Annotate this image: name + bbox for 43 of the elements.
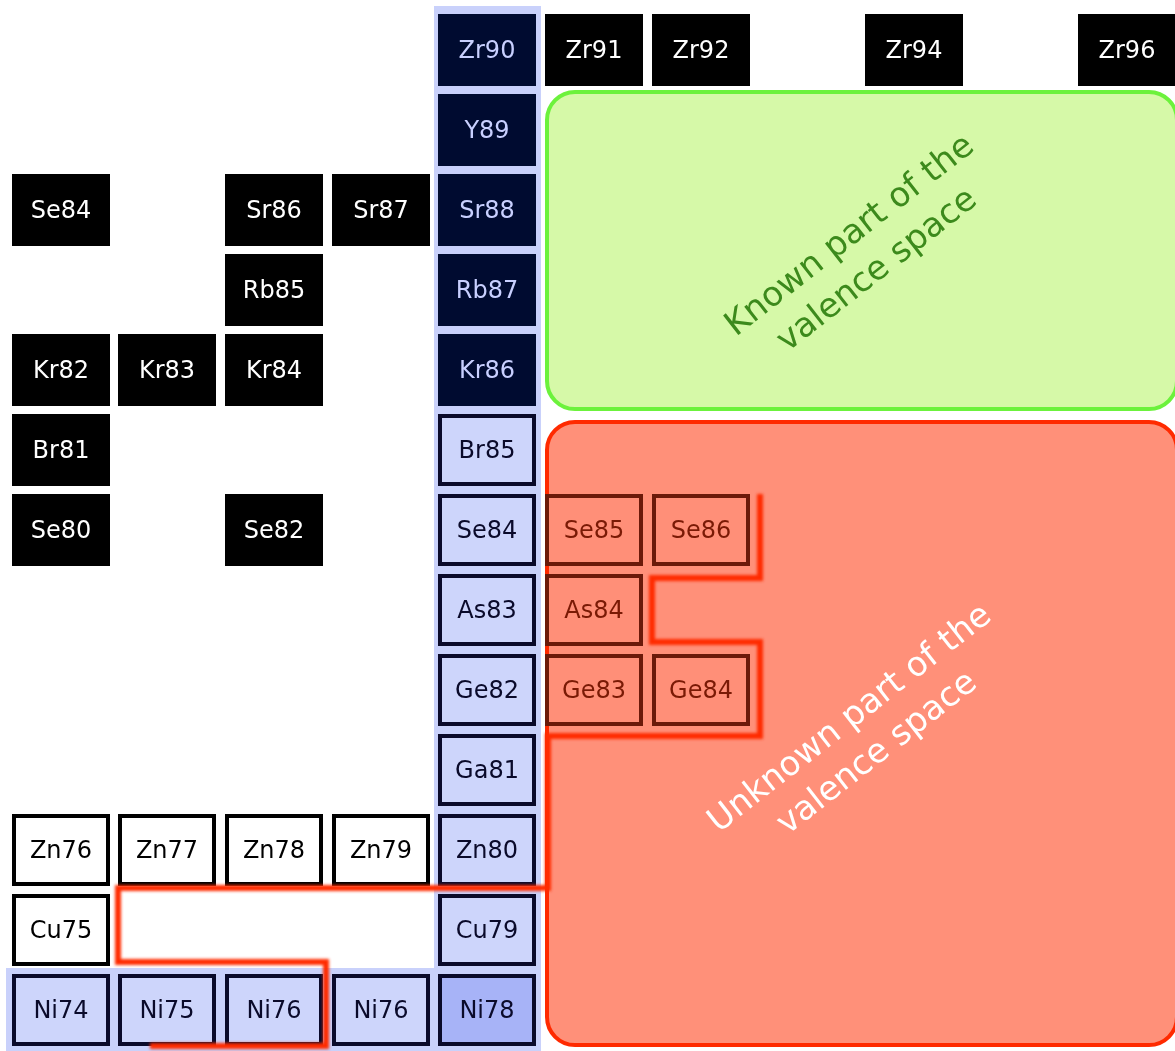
nuclide-box: Kr83 [118,334,216,406]
nuclide-box: Ga81 [438,734,536,806]
nuclide-box: Kr82 [12,334,110,406]
nuclide-box: Se86 [652,494,750,566]
nuclide-box: Sr87 [332,174,430,246]
nuclide-box: Cu75 [12,894,110,966]
nuclide-box: Se85 [545,494,643,566]
nuclide-box: Se82 [225,494,323,566]
nuclide-box: Ni76 [332,974,430,1046]
nuclide-box: Cu79 [438,894,536,966]
unknown-region [545,420,1175,1047]
nuclide-box: Rb85 [225,254,323,326]
nuclide-box: Ge82 [438,654,536,726]
nuclide-box: Ni74 [12,974,110,1046]
nuclide-box: Zn78 [225,814,323,886]
nuclide-box: Zr92 [652,14,750,86]
nuclide-box: Zn79 [332,814,430,886]
nuclide-box: Zr90 [438,14,536,86]
nuclide-box: Zn77 [118,814,216,886]
nuclide-box: Zn76 [12,814,110,886]
nuclide-box: Ni76 [225,974,323,1046]
nuclide-box: Kr84 [225,334,323,406]
nuclide-box: Br85 [438,414,536,486]
nuclide-box: Ni75 [118,974,216,1046]
nuclide-box: Kr86 [438,334,536,406]
nuclide-box: Ge84 [652,654,750,726]
nuclide-box: Se80 [12,494,110,566]
nuclide-box: Zr96 [1078,14,1175,86]
nuclide-box: Zn80 [438,814,536,886]
nuclide-box: Sr88 [438,174,536,246]
known-region [545,90,1175,411]
nuclide-box: Zr91 [545,14,643,86]
nuclide-box: Ni78 [438,974,536,1046]
nuclide-box: As84 [545,574,643,646]
nuclide-box: Br81 [12,414,110,486]
nuclide-box: Ge83 [545,654,643,726]
nuclide-box: Se84 [12,174,110,246]
nuclide-box: Y89 [438,94,536,166]
nuclide-box: Rb87 [438,254,536,326]
nuclide-box: As83 [438,574,536,646]
nuclide-box: Zr94 [865,14,963,86]
nuclide-box: Sr86 [225,174,323,246]
nuclide-box: Se84 [438,494,536,566]
